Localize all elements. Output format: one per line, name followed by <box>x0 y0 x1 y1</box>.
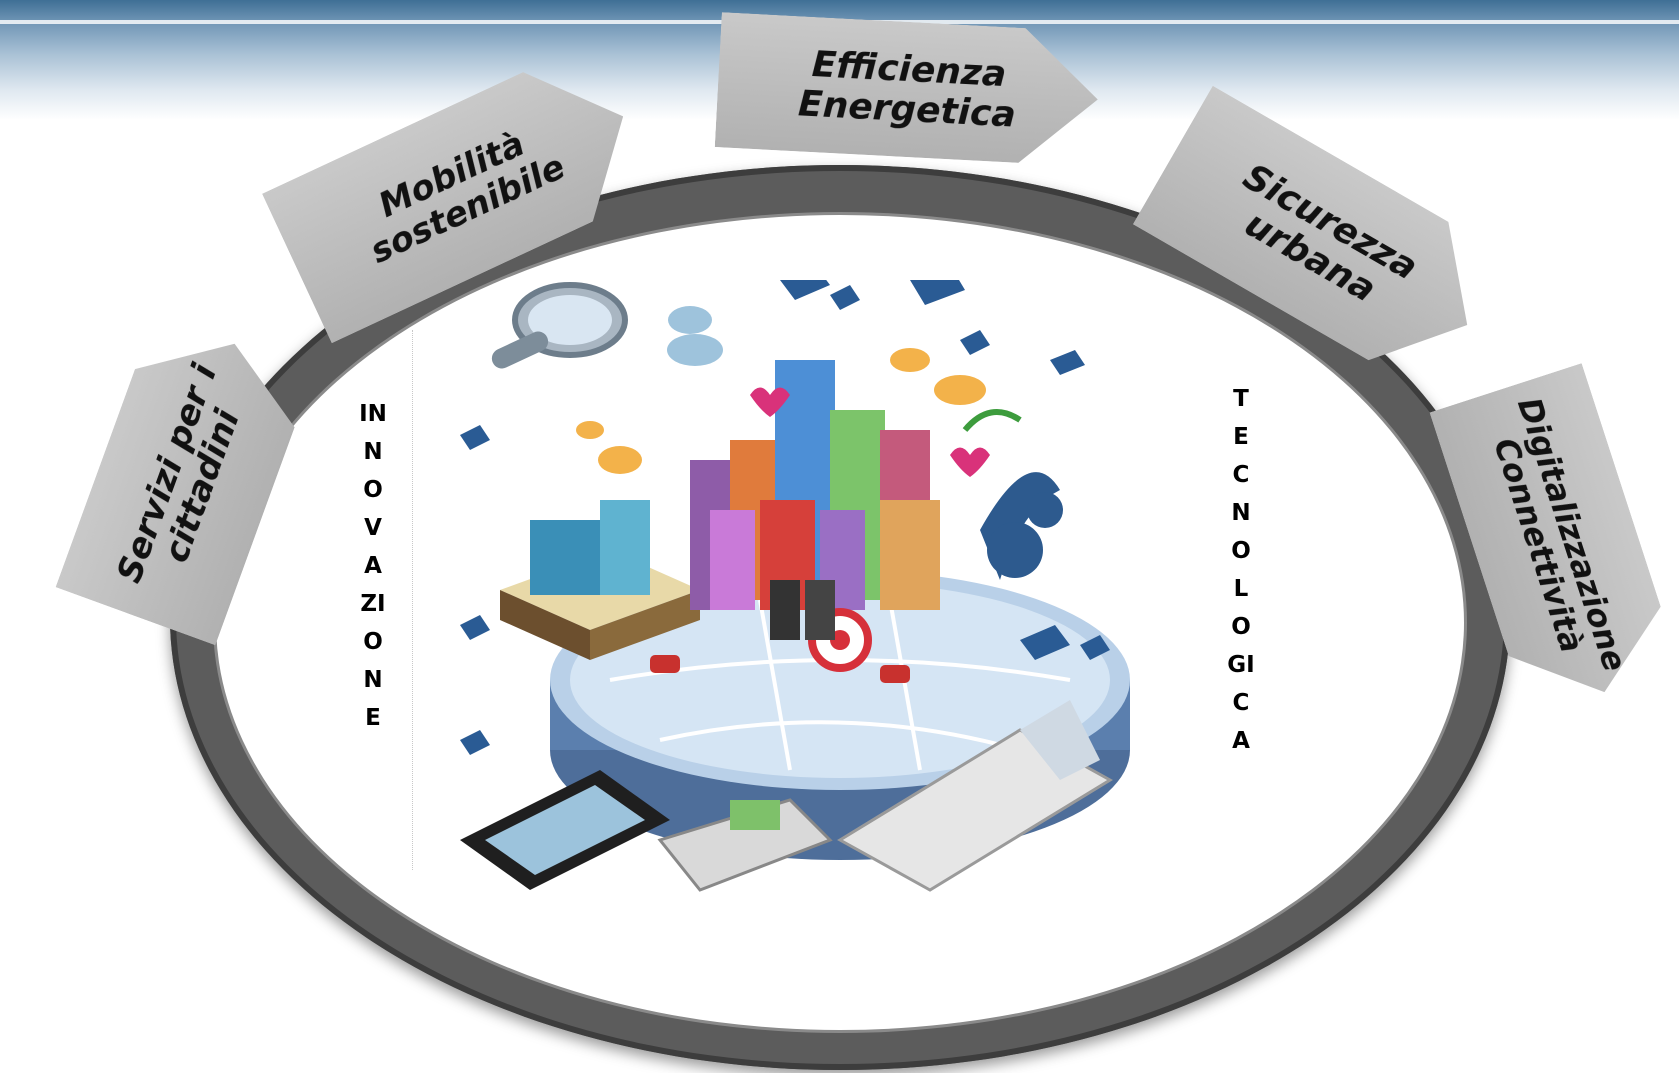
vertical-word-tecnologica: TECNOLOGICA <box>1227 386 1255 754</box>
car-icon <box>650 655 680 673</box>
book-block <box>500 500 700 660</box>
mobile-phone-icon <box>657 798 833 892</box>
dotted-divider <box>412 330 413 870</box>
laptop-icon <box>837 700 1113 892</box>
chat-bubble-icons <box>576 306 986 474</box>
speaker-icon <box>770 580 835 640</box>
envelope-icons <box>460 280 1110 755</box>
palm-swirl-graphic <box>962 409 1063 580</box>
heart-icon <box>750 387 790 417</box>
smart-city-illustration <box>460 280 1130 892</box>
heart-icon <box>950 447 990 477</box>
smartphone-icon <box>460 770 670 890</box>
buildings <box>690 360 940 610</box>
vertical-word-innovazione: INNOVAZIONE <box>359 401 387 731</box>
car-icon <box>880 665 910 683</box>
magnifier-icon <box>491 282 628 369</box>
